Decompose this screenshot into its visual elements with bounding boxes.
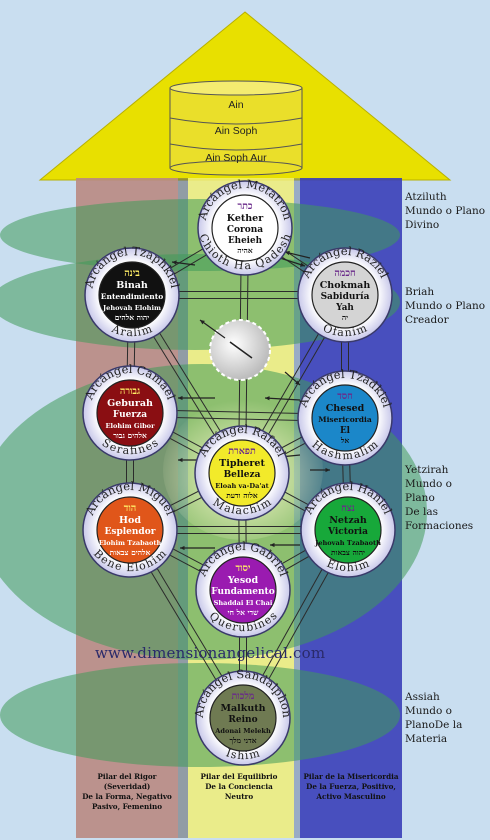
sephira-name: Hod [119, 515, 141, 526]
flow-arrow-head [270, 542, 275, 548]
flow-arrow-head [178, 457, 183, 463]
sephira-divine-name: יהוה אלהים [115, 313, 149, 322]
sephira-hebrew-name: יסוד [236, 563, 251, 574]
daat-arrow [229, 341, 253, 359]
sephira-core [96, 379, 164, 447]
sephira-netzach: Arcángel HanielElohimנצחNetzahVictoriaJe… [300, 479, 396, 578]
sephira-core [209, 556, 277, 624]
flow-arrow-head [200, 320, 205, 325]
flow-arrow [199, 319, 226, 339]
sephira-meaning: Sabiduría [321, 291, 370, 302]
sephira-name: Netzah [329, 515, 367, 526]
ain-divider-1 [169, 117, 303, 125]
world-label-atziluth: Atziluth Mundo o Plano Divino [405, 191, 486, 231]
sephira-geburah: Arcángel CamaelSerafinesגבורהGeburahFuer… [81, 362, 178, 461]
choir-label: Aralim [109, 322, 154, 339]
sephira-name: Chesed [326, 403, 365, 414]
sephira-core [311, 261, 379, 329]
sephira-name: Tipheret [219, 458, 265, 469]
sephira-divine-name: אלהים צבאות [110, 548, 151, 557]
flow-arrow-head [300, 262, 305, 267]
sephira-core [98, 261, 166, 329]
sephira-god-name: Jehovah Tzabaoth [314, 539, 381, 547]
sephira-divine-name: יה [342, 313, 348, 322]
sephira-name: Yesod [227, 575, 259, 586]
sephira-meaning: Entendimiento [101, 292, 163, 301]
sephira-divine-name: אל [340, 436, 350, 445]
sephira-hebrew-name: נצח [341, 503, 355, 514]
sephira-divine-name: אלוה ודעת [226, 491, 258, 500]
pillar-label-severity: Pilar del Rigor (Severidad) De la Forma,… [82, 772, 172, 811]
sephira-meaning: Misericordia [318, 415, 372, 424]
sephira-name: Kether [227, 213, 264, 224]
sephira-chesed: Arcángel TzadkielHashmalimחסדChesedMiser… [295, 367, 394, 466]
world-label-briah: Briah Mundo o Plano Creador [405, 286, 486, 326]
sephira-core [208, 439, 276, 507]
sephira-meaning: Belleza [224, 470, 261, 480]
watermark: www.dimensionangelical.com [95, 644, 326, 662]
sephira-name: Malkuth [220, 703, 265, 714]
sephira-core [211, 194, 279, 262]
ain-cylinder-top [169, 80, 303, 96]
sephira-divine-name: שדי אל חי [228, 608, 260, 617]
flow-arrow-head [325, 467, 330, 473]
ain-cylinder-base [169, 160, 303, 176]
sephira-divine-name: יהוה צבאות [331, 548, 365, 557]
sephira-hebrew-name: חסד [337, 391, 353, 402]
sephira-core [311, 384, 379, 452]
choir-label: Ishim [224, 746, 261, 762]
world-label-yetzirah: Yetzirah Mundo o Plano De las Formacione… [405, 464, 474, 532]
flow-arrow-head [295, 380, 300, 385]
sephira-meaning: Fundamento [211, 587, 274, 597]
sephira-god-name: El [340, 426, 351, 436]
sephira-god-name: Eloah va-Da'at [215, 482, 269, 490]
sephira-divine-name: אדני מלך [229, 736, 256, 745]
sephira-name: Geburah [107, 398, 153, 409]
sephira-meaning: Victoria [327, 527, 368, 537]
ain-level-label: Ain Soph Aur [205, 152, 267, 164]
sephira-hebrew-name: כתר [237, 201, 252, 212]
sephira-meaning: Fuerza [113, 410, 147, 420]
pillar-label-mercy: Pilar de la Misericordia De la Fuerza, P… [303, 772, 399, 801]
ain-level-label: Ain [228, 99, 243, 111]
flow-arrow-head [178, 395, 183, 401]
sephira-god-name: Elohim Gibor [105, 422, 155, 430]
sephira-hebrew-name: גבורה [120, 386, 140, 397]
sephira-hebrew-name: חכמה [334, 268, 355, 279]
pillar-label-equilibrium: Pilar del Equilibrio De la Conciencia Ne… [200, 772, 278, 801]
sephira-meaning: Reino [228, 715, 257, 725]
sephira-chokmah: Arcángel RazielOfanimחכמהChokmahSabidurí… [297, 244, 393, 343]
sephira-name: Binah [116, 280, 148, 291]
sephira-core [209, 684, 277, 752]
sephira-god-name: Adonai Melekh [214, 727, 271, 735]
sephira-hebrew-name: תפארת [228, 446, 256, 457]
sephira-divine-name: אלהים גבור [113, 431, 147, 440]
sephira-god-name: Jehovah Elohim [102, 304, 161, 312]
flow-arrow [264, 397, 301, 401]
world-label-assiah: Assiah Mundo o PlanoDe la Materia [405, 691, 463, 745]
sephira-meaning: Esplendor [105, 527, 156, 537]
ain-level-label: Ain Soph [215, 125, 258, 137]
sephira-god-name: Yah [335, 303, 354, 313]
sephira-god-name: Eheieh [228, 236, 263, 246]
ain-cylinder-body [169, 87, 303, 169]
sephira-name: Chokmah [320, 280, 371, 291]
sephira-hebrew-name: בינה [124, 268, 140, 279]
sephira-core [96, 496, 164, 564]
flow-arrow-head [172, 260, 177, 265]
sephira-core [314, 496, 382, 564]
sephira-divine-name: אהיה [237, 246, 253, 255]
ain-divider-2 [169, 143, 303, 151]
sephira-hebrew-name: מלכות [232, 691, 255, 702]
sephira-god-name: Shaddai El Chai [214, 599, 273, 607]
sephira-god-name: Elohim Tzabaoth [99, 539, 162, 547]
flow-arrow-head [180, 545, 185, 551]
sephira-hebrew-name: הוד [124, 503, 136, 514]
sephira-meaning: Corona [227, 225, 263, 235]
flow-arrow-head [265, 396, 270, 401]
